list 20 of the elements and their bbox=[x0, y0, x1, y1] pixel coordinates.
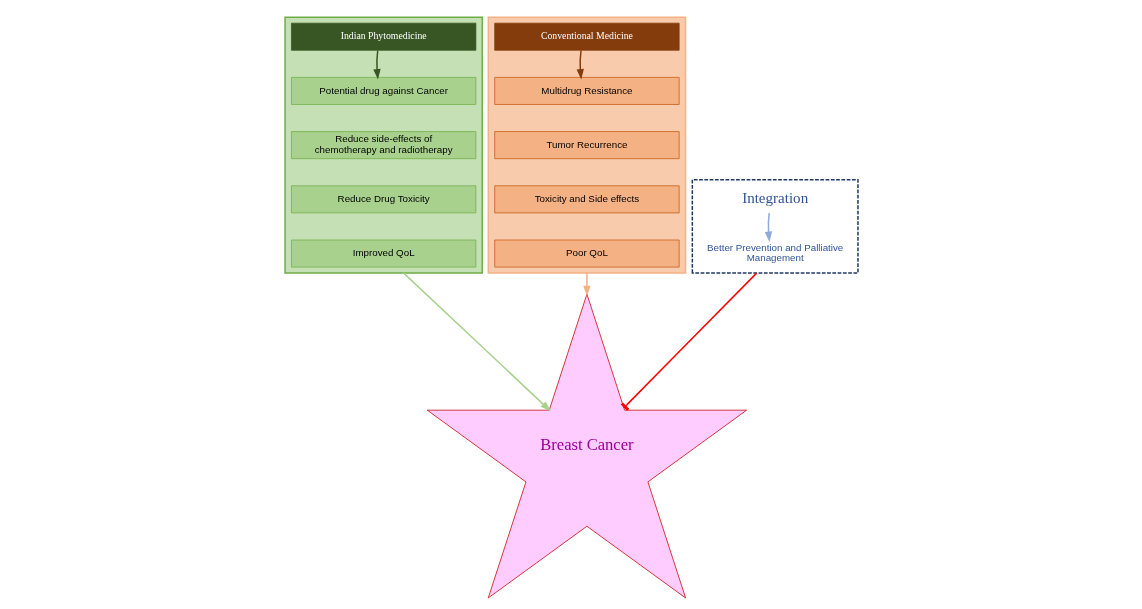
node-box: Potential drug against Cancer bbox=[290, 77, 476, 105]
cluster bbox=[283, 16, 483, 274]
arrow bbox=[582, 272, 591, 297]
node-box: Reduce Drug Toxicity bbox=[290, 185, 476, 214]
arrow bbox=[764, 212, 772, 243]
node-text: Better Prevention and Palliative Management bbox=[706, 241, 843, 264]
node-box: Poor QoL bbox=[493, 239, 680, 268]
arrow bbox=[576, 49, 584, 80]
node-box: Reduce side-effects of chemotherapy and radiotherapy bbox=[290, 131, 476, 160]
node-box: Tumor Recurrence bbox=[493, 131, 680, 160]
arrow bbox=[402, 272, 551, 412]
node-box: Multidrug Resistance bbox=[493, 77, 680, 105]
arrow bbox=[372, 49, 381, 80]
cluster bbox=[691, 179, 859, 274]
node-box: Indian Phytomedicine bbox=[290, 22, 476, 51]
node-text: Integration bbox=[741, 190, 808, 207]
node-box: Conventional Medicine bbox=[493, 22, 680, 51]
node-box: Toxicity and Side effects bbox=[493, 185, 680, 214]
node-box: Improved QoL bbox=[290, 239, 476, 268]
cluster bbox=[487, 16, 686, 274]
